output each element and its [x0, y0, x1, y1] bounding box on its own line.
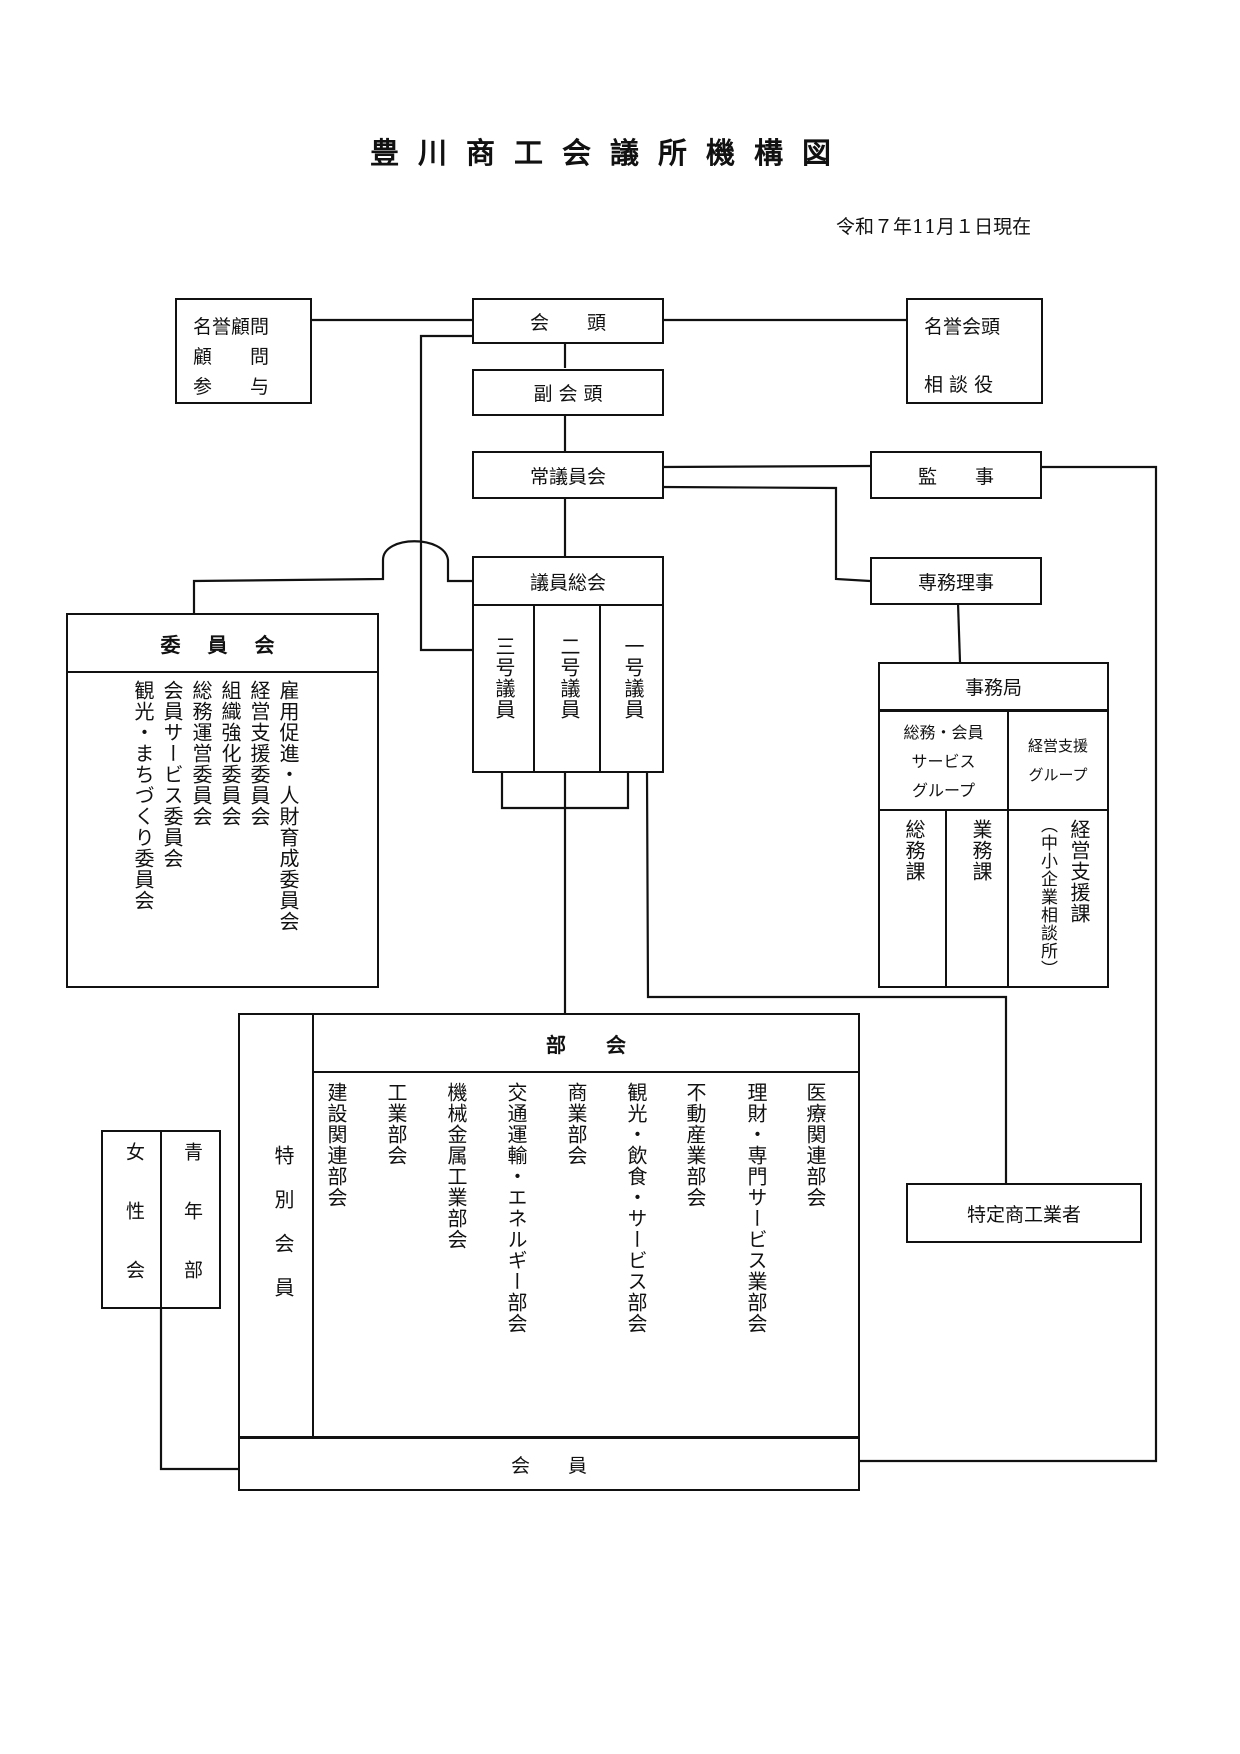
- honorary-chairman-box: 名誉会頭 相 談 役: [906, 298, 1043, 404]
- committee-item: 雇用促進・人財育成委員会: [276, 680, 300, 932]
- bukai-item: 観光・飲食・サービス部会: [624, 1082, 648, 1334]
- special-members-label: 特別会員: [260, 1145, 295, 1337]
- auditor-box: 監 事: [870, 451, 1042, 499]
- divider: [880, 809, 1107, 811]
- committee-item: 総務運営委員会: [189, 680, 213, 827]
- group-line: グループ: [911, 781, 976, 800]
- committees-box: 委 員 会 雇用促進・人財育成委員会 経営支援委員会 組織強化委員会 総務運営委…: [66, 613, 379, 988]
- bukai-item: 不動産業部会: [683, 1082, 707, 1208]
- executive-director-box: 専務理事: [870, 557, 1042, 605]
- sme-consultation-note: （中小企業相談所）: [1037, 816, 1057, 978]
- line-standing-auditor: [661, 464, 871, 469]
- divider: [1007, 712, 1009, 986]
- group-line: サービス: [911, 752, 976, 771]
- bukai-item: 商業部会: [564, 1082, 588, 1166]
- divider: [599, 604, 601, 771]
- women-text: 女性会: [123, 1142, 145, 1319]
- specified-traders-box: 特定商工業者: [906, 1183, 1142, 1243]
- bukai-item: 理財・専門サービス業部会: [744, 1082, 768, 1334]
- general-affairs-group: 総務・会員 サービス グループ: [880, 718, 1007, 805]
- general-affairs-section: 総務課: [902, 819, 926, 882]
- group-line: 総務・会員: [903, 723, 984, 742]
- bukai-item: 交通運輸・エネルギー部会: [504, 1082, 528, 1334]
- women-youth-box: 女性会 青年部: [101, 1130, 221, 1319]
- secretariat-box: 事務局 総務・会員 サービス グループ 経営支援 グループ 総務課 業務課 経営…: [878, 662, 1109, 988]
- as-of-date: 令和７年11月１日現在: [836, 216, 1032, 238]
- members-box: 会 員: [238, 1436, 860, 1491]
- vice-chairman-box: 副 会 頭: [472, 369, 664, 416]
- group-line: グループ: [1028, 766, 1088, 784]
- standing-council-box: 常議員会: [472, 451, 664, 499]
- counselor-label: 参 与: [193, 376, 270, 398]
- divider: [533, 604, 535, 771]
- third-member-label: 三号議員: [492, 636, 516, 720]
- management-support-section: 経営支援課: [1067, 819, 1091, 924]
- general-assembly-label: 議員総会: [474, 558, 662, 606]
- committee-item: 経営支援委員会: [247, 680, 271, 827]
- line-chairman-third: [419, 334, 472, 652]
- group-line: 経営支援: [1027, 737, 1088, 755]
- youth-text: 青年部: [181, 1142, 203, 1319]
- page-title: 豊川商工会議所機構図: [370, 136, 851, 170]
- management-support-group: 経営支援 グループ: [1009, 732, 1107, 790]
- divider: [945, 809, 947, 986]
- committee-item: 観光・まちづくり委員会: [131, 680, 155, 911]
- advisor-label: 顧 問: [193, 346, 270, 368]
- divider: [160, 1132, 162, 1307]
- chairman-box: 会 頭: [472, 298, 664, 344]
- honorary-advisors-box: 名誉顧問 顧 問 参 与: [175, 298, 312, 404]
- second-member-label: 二号議員: [557, 636, 581, 720]
- line-director-secretariat: [956, 602, 962, 663]
- bukai-item: 医療関連部会: [803, 1082, 827, 1208]
- bukai-label: 部 会: [314, 1015, 858, 1073]
- honorary-advisor-label: 名誉顧問: [193, 316, 270, 338]
- bukai-item: 工業部会: [384, 1082, 408, 1166]
- line-first-specified: [645, 770, 1008, 1183]
- special-members-text: 特別会員: [271, 1145, 295, 1321]
- youth-label: 青年部: [179, 1142, 206, 1324]
- first-member-label: 一号議員: [621, 636, 645, 720]
- divider: [312, 1015, 314, 1436]
- business-section: 業務課: [969, 819, 993, 882]
- women-label: 女性会: [121, 1142, 148, 1324]
- line-committee-assembly: [192, 540, 472, 613]
- consultant-label: 相 談 役: [924, 374, 994, 396]
- committees-label: 委 員 会: [68, 615, 377, 673]
- general-assembly-box: 議員総会 三号議員 二号議員 一号議員: [472, 556, 664, 773]
- bukai-item: 機械金属工業部会: [444, 1082, 468, 1250]
- honorary-chairman-label: 名誉会頭: [924, 316, 1001, 338]
- line-auditor-members: [858, 465, 1158, 1463]
- line-standing-director: [661, 485, 871, 583]
- committee-item: 会員サービス委員会: [160, 680, 184, 869]
- bukai-outer-box: 部 会 特別会員 医療関連部会 理財・専門サービス業部会 不動産業部会 観光・飲…: [238, 1013, 860, 1438]
- line-youth-members: [159, 1307, 238, 1471]
- bukai-item: 建設関連部会: [324, 1082, 348, 1208]
- committee-item: 組織強化委員会: [218, 680, 242, 827]
- secretariat-label: 事務局: [880, 664, 1107, 712]
